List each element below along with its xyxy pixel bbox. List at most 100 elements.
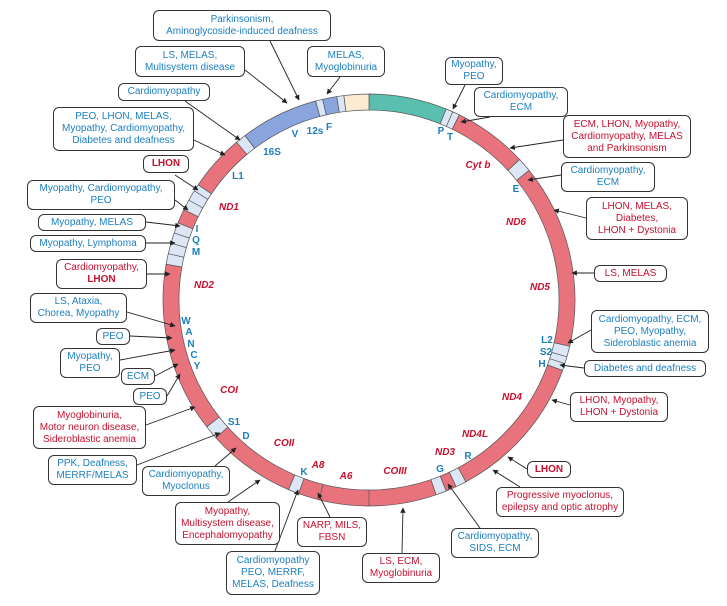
arrow-cardiomyopathy bbox=[184, 100, 241, 141]
rrna-label-16s: 16S bbox=[263, 147, 281, 158]
trna-label-v: V bbox=[292, 129, 299, 140]
label-cardio-myoclonus: Cardiomyopathy,Myoclonus bbox=[142, 466, 230, 496]
trna-label-y: Y bbox=[194, 361, 201, 372]
trna-label-p: P bbox=[438, 126, 445, 137]
trna-label-m: M bbox=[192, 247, 200, 258]
label-lhon-myopathy-nd4: LHON, Myopathy,LHON + Dystonia bbox=[570, 392, 668, 422]
arrow-parkinsonism bbox=[269, 40, 300, 101]
gene-labels: Cyt bND6ND5ND4ND4LND3COIIIA6A8COIICOIND2… bbox=[181, 122, 553, 482]
arrow-lhon-nd4l bbox=[507, 456, 528, 470]
gene-label-nd5: ND5 bbox=[530, 282, 550, 293]
trna-label-l2: L2 bbox=[541, 335, 553, 346]
label-cardio-ecm-peo-sideroblastic: Cardiomyopathy, ECM,PEO, Myopathy,Sidero… bbox=[591, 310, 709, 353]
trna-label-f: F bbox=[326, 122, 332, 133]
control-region-right bbox=[368, 93, 447, 125]
label-myopathy-cardio-peo: Myopathy, Cardiomyopathy,PEO bbox=[27, 180, 175, 210]
arrow-ls-melas bbox=[244, 69, 288, 104]
arrow-cardio-ecm-t bbox=[460, 116, 491, 124]
trna-divider-1 bbox=[551, 352, 568, 358]
arrow-cardio-ecm-peo bbox=[567, 329, 592, 344]
label-cardio-ecm-e: Cardiomyopathy,ECM bbox=[561, 162, 655, 192]
label-peo-a: PEO bbox=[96, 328, 130, 345]
nd1-segment bbox=[197, 141, 248, 195]
trna-label-e: E bbox=[513, 184, 520, 195]
label-ls-melas-nd5: LS, MELAS bbox=[594, 265, 667, 282]
rrna-16s-segment bbox=[244, 100, 321, 149]
trna-label-i: I bbox=[196, 224, 199, 235]
label-myopathy-melas: Myopathy, MELAS bbox=[38, 214, 146, 231]
arrow-ls-ataxia bbox=[126, 311, 176, 328]
label-ls-ataxia-chorea: LS, Ataxia,Chorea, Myopathy bbox=[30, 293, 127, 323]
trna-divider-2 bbox=[549, 358, 566, 364]
arrow-cardio-sids bbox=[447, 483, 481, 529]
trna-divider-3 bbox=[168, 253, 184, 258]
label-cardio-ecm-t: Cardiomyopathy,ECM bbox=[474, 87, 568, 117]
label-peo-lhon-melas: PEO, LHON, MELAS,Myopathy, Cardiomyopath… bbox=[53, 107, 194, 151]
co3-a6-a8-segment bbox=[298, 478, 437, 507]
label-cardio-lhon-nd2: Cardiomyopathy,LHON bbox=[56, 259, 147, 289]
trna-label-t: T bbox=[447, 132, 453, 143]
arrow-diabetes-h bbox=[559, 362, 585, 369]
label-myopathy-encephalomyopathy: Myopathy,Multisystem disease,Encephalomy… bbox=[175, 502, 280, 545]
arrow-myopathy-melas bbox=[145, 221, 181, 229]
trna-label-c: C bbox=[190, 350, 197, 361]
arrow-narp bbox=[317, 492, 331, 518]
arrow-lhon-nd4 bbox=[551, 398, 571, 406]
label-myopathy-lymphoma: Myopathy, Lymphoma bbox=[30, 235, 146, 252]
arrow-progressive bbox=[492, 469, 521, 488]
arrow-peo-a bbox=[129, 335, 173, 341]
arrow-myo-cardio-peo bbox=[174, 199, 189, 211]
label-cardiomyopathy-v: Cardiomyopathy bbox=[118, 83, 210, 101]
trna-label-s1: S1 bbox=[228, 417, 241, 428]
label-lhon-nd4l: LHON bbox=[527, 461, 571, 478]
arrow-peo-y bbox=[166, 373, 181, 397]
gene-label-nd2: ND2 bbox=[194, 280, 214, 291]
arrow-ppk bbox=[136, 432, 221, 466]
trna-label-s2: S2 bbox=[540, 347, 553, 358]
label-myoglobinuria-co1: Myoglobinuria,Motor neuron disease,Sider… bbox=[33, 406, 146, 449]
gene-label-co1: COI bbox=[220, 385, 238, 396]
arrow-ecm-y bbox=[154, 363, 179, 377]
trna-label-q: Q bbox=[192, 235, 200, 246]
trna-label-r: R bbox=[464, 451, 472, 462]
trna-wancy-segment bbox=[165, 222, 194, 268]
trna-label-g: G bbox=[436, 464, 444, 475]
trna-divider-0 bbox=[445, 111, 454, 127]
label-ppk-deafness: PPK, Deafness,MERRF/MELAS bbox=[48, 455, 137, 485]
arrow-myopathy-peo bbox=[452, 84, 466, 110]
gene-label-nd4l: ND4L bbox=[462, 429, 488, 440]
gene-label-a6: A6 bbox=[339, 471, 353, 482]
label-progressive-myoclonus: Progressive myoclonus,epilepsy and optic… bbox=[496, 487, 624, 517]
arrow-ls-ecm bbox=[400, 507, 406, 554]
trna-divider-6 bbox=[188, 199, 203, 209]
label-melas-myoglobinuria: MELAS,Myoglobinuria bbox=[307, 46, 385, 77]
rrna-label-12s: 12s bbox=[307, 126, 324, 137]
label-lhon-nd1: LHON bbox=[143, 155, 189, 173]
arrow-myopathy-multi bbox=[227, 479, 261, 503]
arrow-myoglob bbox=[145, 406, 196, 426]
label-peo-y: PEO bbox=[133, 388, 167, 405]
trna-label-d: D bbox=[242, 431, 249, 442]
trna-label-a: A bbox=[185, 327, 192, 338]
trna-label-k: K bbox=[300, 467, 308, 478]
label-ecm-lhon-cytb: ECM, LHON, Myopathy,Cardiomyopathy, MELA… bbox=[563, 115, 691, 158]
gene-label-nd4: ND4 bbox=[502, 392, 522, 403]
label-diabetes-deafness-h: Diabetes and deafness bbox=[584, 360, 706, 377]
label-myopathy-peo-c: Myopathy,PEO bbox=[60, 348, 120, 378]
gene-label-co3: COIII bbox=[383, 466, 407, 477]
gene-label-nd1: ND1 bbox=[219, 202, 239, 213]
gene-label-cytb: Cyt b bbox=[466, 160, 491, 171]
arrow-cardio-myoclonus bbox=[214, 447, 237, 467]
label-ecm-y: ECM bbox=[121, 368, 155, 385]
trna-label-w: W bbox=[181, 316, 191, 327]
arrow-melas bbox=[326, 76, 341, 95]
label-lhon-melas-diabetes: LHON, MELAS,Diabetes,LHON + Dystonia bbox=[586, 197, 688, 240]
gene-label-a8: A8 bbox=[311, 460, 325, 471]
label-cardio-sids: Cardiomyopathy,SIDS, ECM bbox=[451, 528, 539, 558]
label-parkinsonism: Parkinsonism,Aminoglycoside-induced deaf… bbox=[153, 10, 331, 41]
arrow-cardio-ecm-e bbox=[527, 174, 562, 182]
gene-label-nd3: ND3 bbox=[435, 447, 455, 458]
arrow-myopathy-peo-c bbox=[119, 348, 176, 361]
arrow-lhon-melas bbox=[553, 208, 587, 219]
